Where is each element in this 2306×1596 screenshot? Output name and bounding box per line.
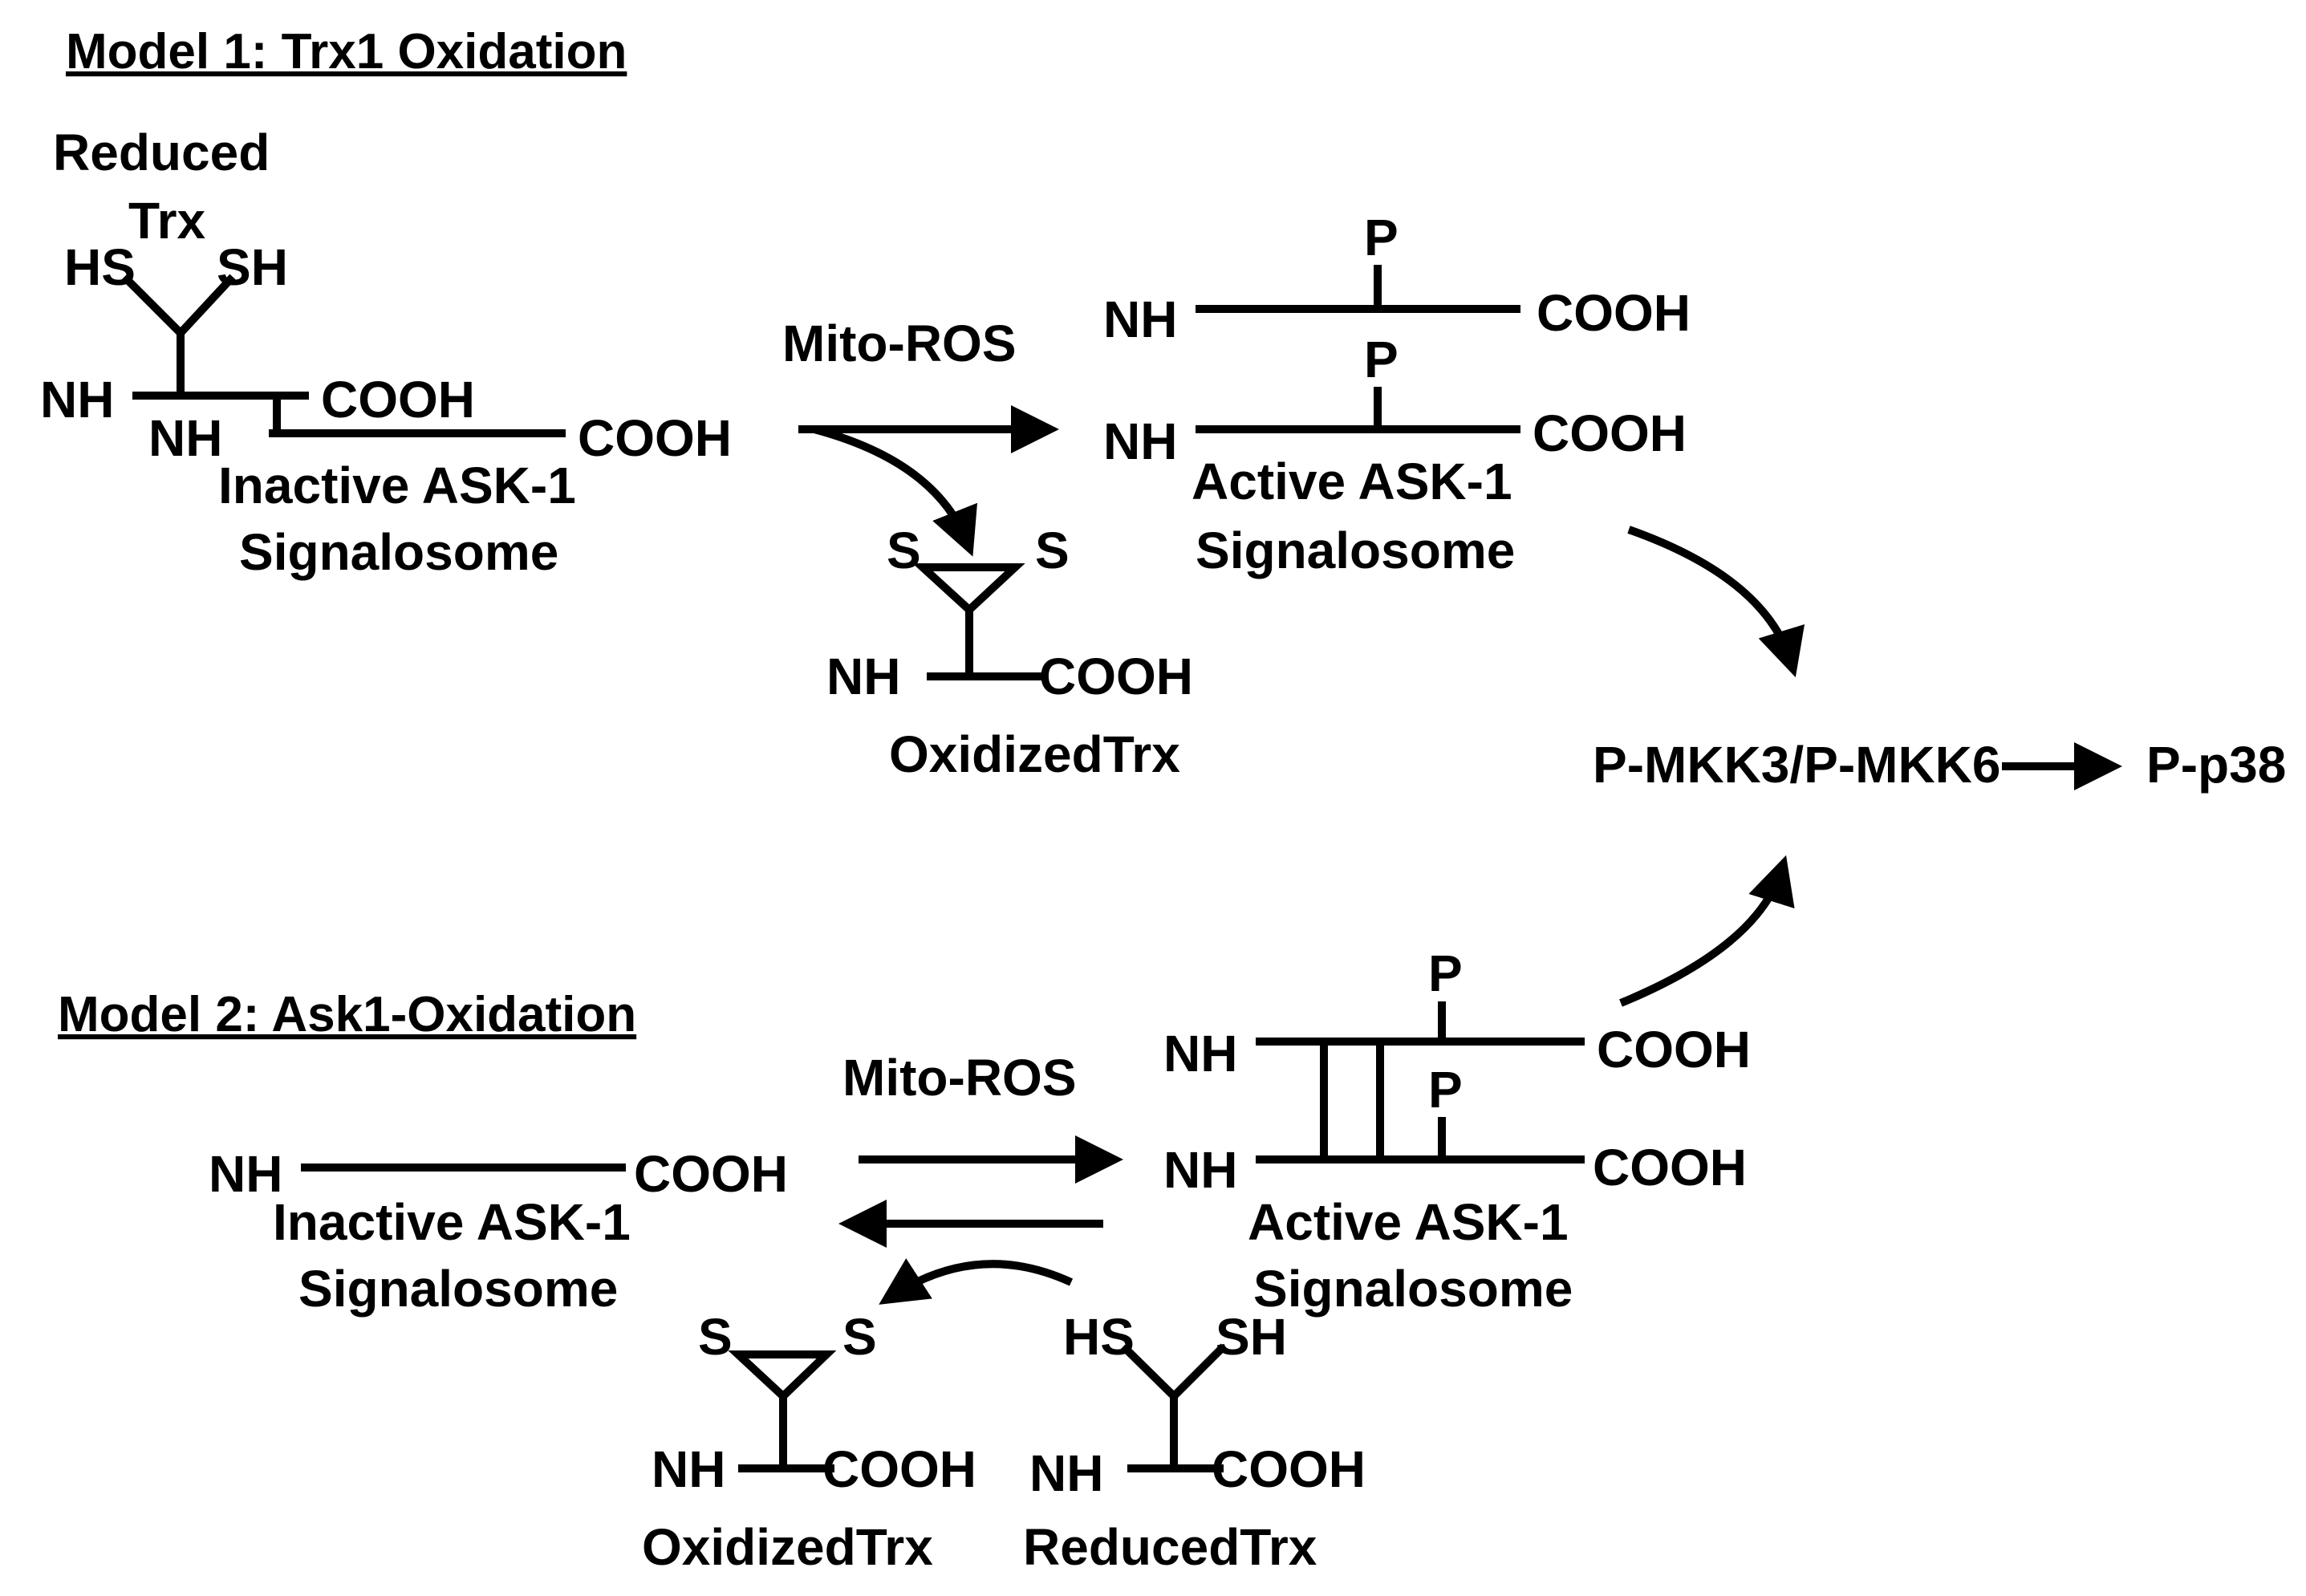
hs-label: HS [1063,1308,1135,1366]
nh-label: NH [1029,1444,1103,1502]
reduced-trx-label-line2: Trx [128,192,205,250]
nh-label: NH [209,1145,282,1203]
phosphate-label: P [1364,209,1399,266]
hs-label: HS [64,238,136,296]
phosphate-label: P [1428,1061,1463,1119]
nh-label: NH [148,409,222,467]
mkk-label: P-MKK3/P-MKK6 [1593,736,2000,794]
curved-arrow-trx-oxidation [879,1258,1074,1305]
curved-arrow-to-oxidized-trx [813,425,977,557]
oxidized-trx-label: OxidizedTrx [889,725,1180,783]
inactive-signalosome-line2: Signalosome [298,1260,618,1318]
model1-oxidized-trx: S S NH COOH OxidizedTrx [826,522,1193,783]
model2-inactive-signalosome: NH COOH Inactive ASK-1 Signalosome [209,1145,788,1318]
reduced-trx-label-line1: Reduced [53,124,270,181]
cooh-label: COOH [634,1145,788,1203]
model2-reduced-trx: HS SH NH COOH ReducedTrx [1023,1308,1366,1576]
oxidized-trx-label: OxidizedTrx [642,1518,933,1576]
model2-active-signalosome: P NH COOH P NH COOH Active ASK-1 Signalo… [1163,944,1751,1318]
cooh-label: COOH [321,371,475,428]
nh-label: NH [1103,412,1177,470]
model1-inactive-signalosome: NH COOH NH COOH Inactive ASK-1 Signaloso… [40,371,732,581]
inactive-signalosome-line1: Inactive ASK-1 [273,1193,631,1251]
curved-arrow-to-mkk [1627,526,1805,678]
reduced-trx-label: ReducedTrx [1023,1518,1317,1576]
model1-active-signalosome: P NH COOH P NH COOH Active ASK-1 Signalo… [1103,209,1691,579]
active-signalosome-line1: Active ASK-1 [1192,453,1512,510]
cooh-label: COOH [822,1440,976,1498]
s-label: S [698,1308,733,1366]
p38-label: P-p38 [2146,736,2286,794]
cooh-label: COOH [1593,1139,1747,1196]
active-signalosome-line2: Signalosome [1253,1260,1573,1318]
cooh-label: COOH [1533,404,1687,462]
s-label: S [1035,522,1070,579]
cooh-label: COOH [1537,284,1691,342]
nh-label: NH [1163,1025,1237,1082]
disulfide-triangle [728,1350,837,1402]
nh-label: NH [40,371,114,428]
disulfide-triangle [912,563,1025,615]
model2-title: Model 2: Ask1-Oxidation [58,987,636,1042]
trx-y-shape [121,274,236,393]
active-signalosome-line1: Active ASK-1 [1248,1193,1569,1251]
inactive-signalosome-line2: Signalosome [239,523,558,581]
inactive-signalosome-line1: Inactive ASK-1 [218,457,576,514]
sh-label: SH [1216,1308,1287,1366]
cooh-label: COOH [578,409,732,467]
nh-label: NH [652,1440,725,1498]
model1-title: Model 1: Trx1 Oxidation [66,24,627,79]
nh-label: NH [1163,1141,1237,1199]
curved-arrow-to-mkk [1619,855,1795,1007]
phosphate-label: P [1428,944,1463,1002]
trx-y-shape [1120,1343,1227,1468]
active-signalosome-line2: Signalosome [1196,522,1515,579]
model2-oxidized-trx: S S NH COOH OxidizedTrx [642,1308,976,1576]
phosphate-label: P [1364,331,1399,388]
nh-label: NH [1103,290,1177,348]
model1-reduced-trx: Reduced Trx HS SH [53,124,288,393]
mito-ros-label: Mito-ROS [782,315,1017,372]
cooh-label: COOH [1039,648,1193,705]
nh-label: NH [826,648,900,705]
s-label: S [887,522,921,579]
cooh-label: COOH [1212,1440,1366,1498]
mito-ros-label: Mito-ROS [842,1049,1077,1107]
cooh-label: COOH [1597,1021,1751,1078]
s-label: S [842,1308,877,1366]
